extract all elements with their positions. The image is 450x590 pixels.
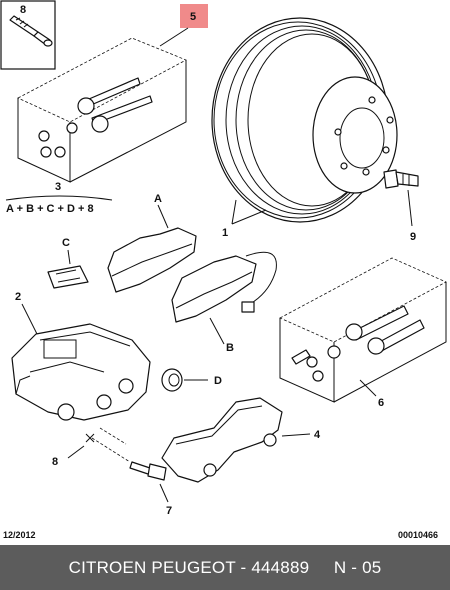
- wheel-stud: 9: [383, 169, 419, 243]
- brake-disc: 1: [211, 17, 398, 239]
- callout-c: C: [62, 237, 70, 249]
- callout-8-box: 8: [20, 4, 26, 16]
- callout-5: 5: [190, 11, 196, 23]
- kit-box-5: [17, 37, 187, 183]
- callout-8: 8: [52, 456, 58, 468]
- callout-2: 2: [15, 291, 21, 303]
- brake-exploded-diagram: 8 5 3 A + B + C + D + 8: [0, 0, 447, 540]
- piston-d: D: [161, 368, 222, 392]
- bolt-8-marker: 8: [52, 427, 127, 468]
- kit-3-formula: 3 A + B + C + D + 8: [5, 181, 113, 215]
- callout-4: 4: [314, 429, 321, 441]
- caliper-bracket: 4: [161, 397, 321, 483]
- footer-bar: CITROEN PEUGEOT - 444889 N - 05: [0, 545, 450, 590]
- kit-box-6: 6: [279, 257, 447, 409]
- callout-9: 9: [410, 231, 416, 243]
- footer-text: CITROEN PEUGEOT - 444889 N - 05: [68, 557, 382, 577]
- brake-pad-b: B: [171, 251, 277, 354]
- brake-pad-a: A: [107, 193, 197, 293]
- callout-7: 7: [166, 505, 172, 517]
- bolt-7: 7: [91, 437, 172, 517]
- callout-5-highlight: 5: [159, 4, 208, 47]
- callout-1: 1: [222, 227, 228, 239]
- callout-3: 3: [55, 181, 61, 193]
- doc-number: 00010466: [398, 530, 438, 540]
- kit-formula: A + B + C + D + 8: [6, 203, 94, 215]
- bolt-8-inset: 8: [0, 0, 56, 70]
- bolt-icon: [9, 15, 53, 47]
- caliper-body: 2: [11, 291, 151, 421]
- callout-a: A: [154, 193, 162, 205]
- callout-b: B: [226, 342, 234, 354]
- date-code: 12/2012: [3, 530, 36, 540]
- callout-6: 6: [378, 397, 384, 409]
- callout-d: D: [214, 375, 222, 387]
- spring-clip-c: C: [47, 237, 89, 289]
